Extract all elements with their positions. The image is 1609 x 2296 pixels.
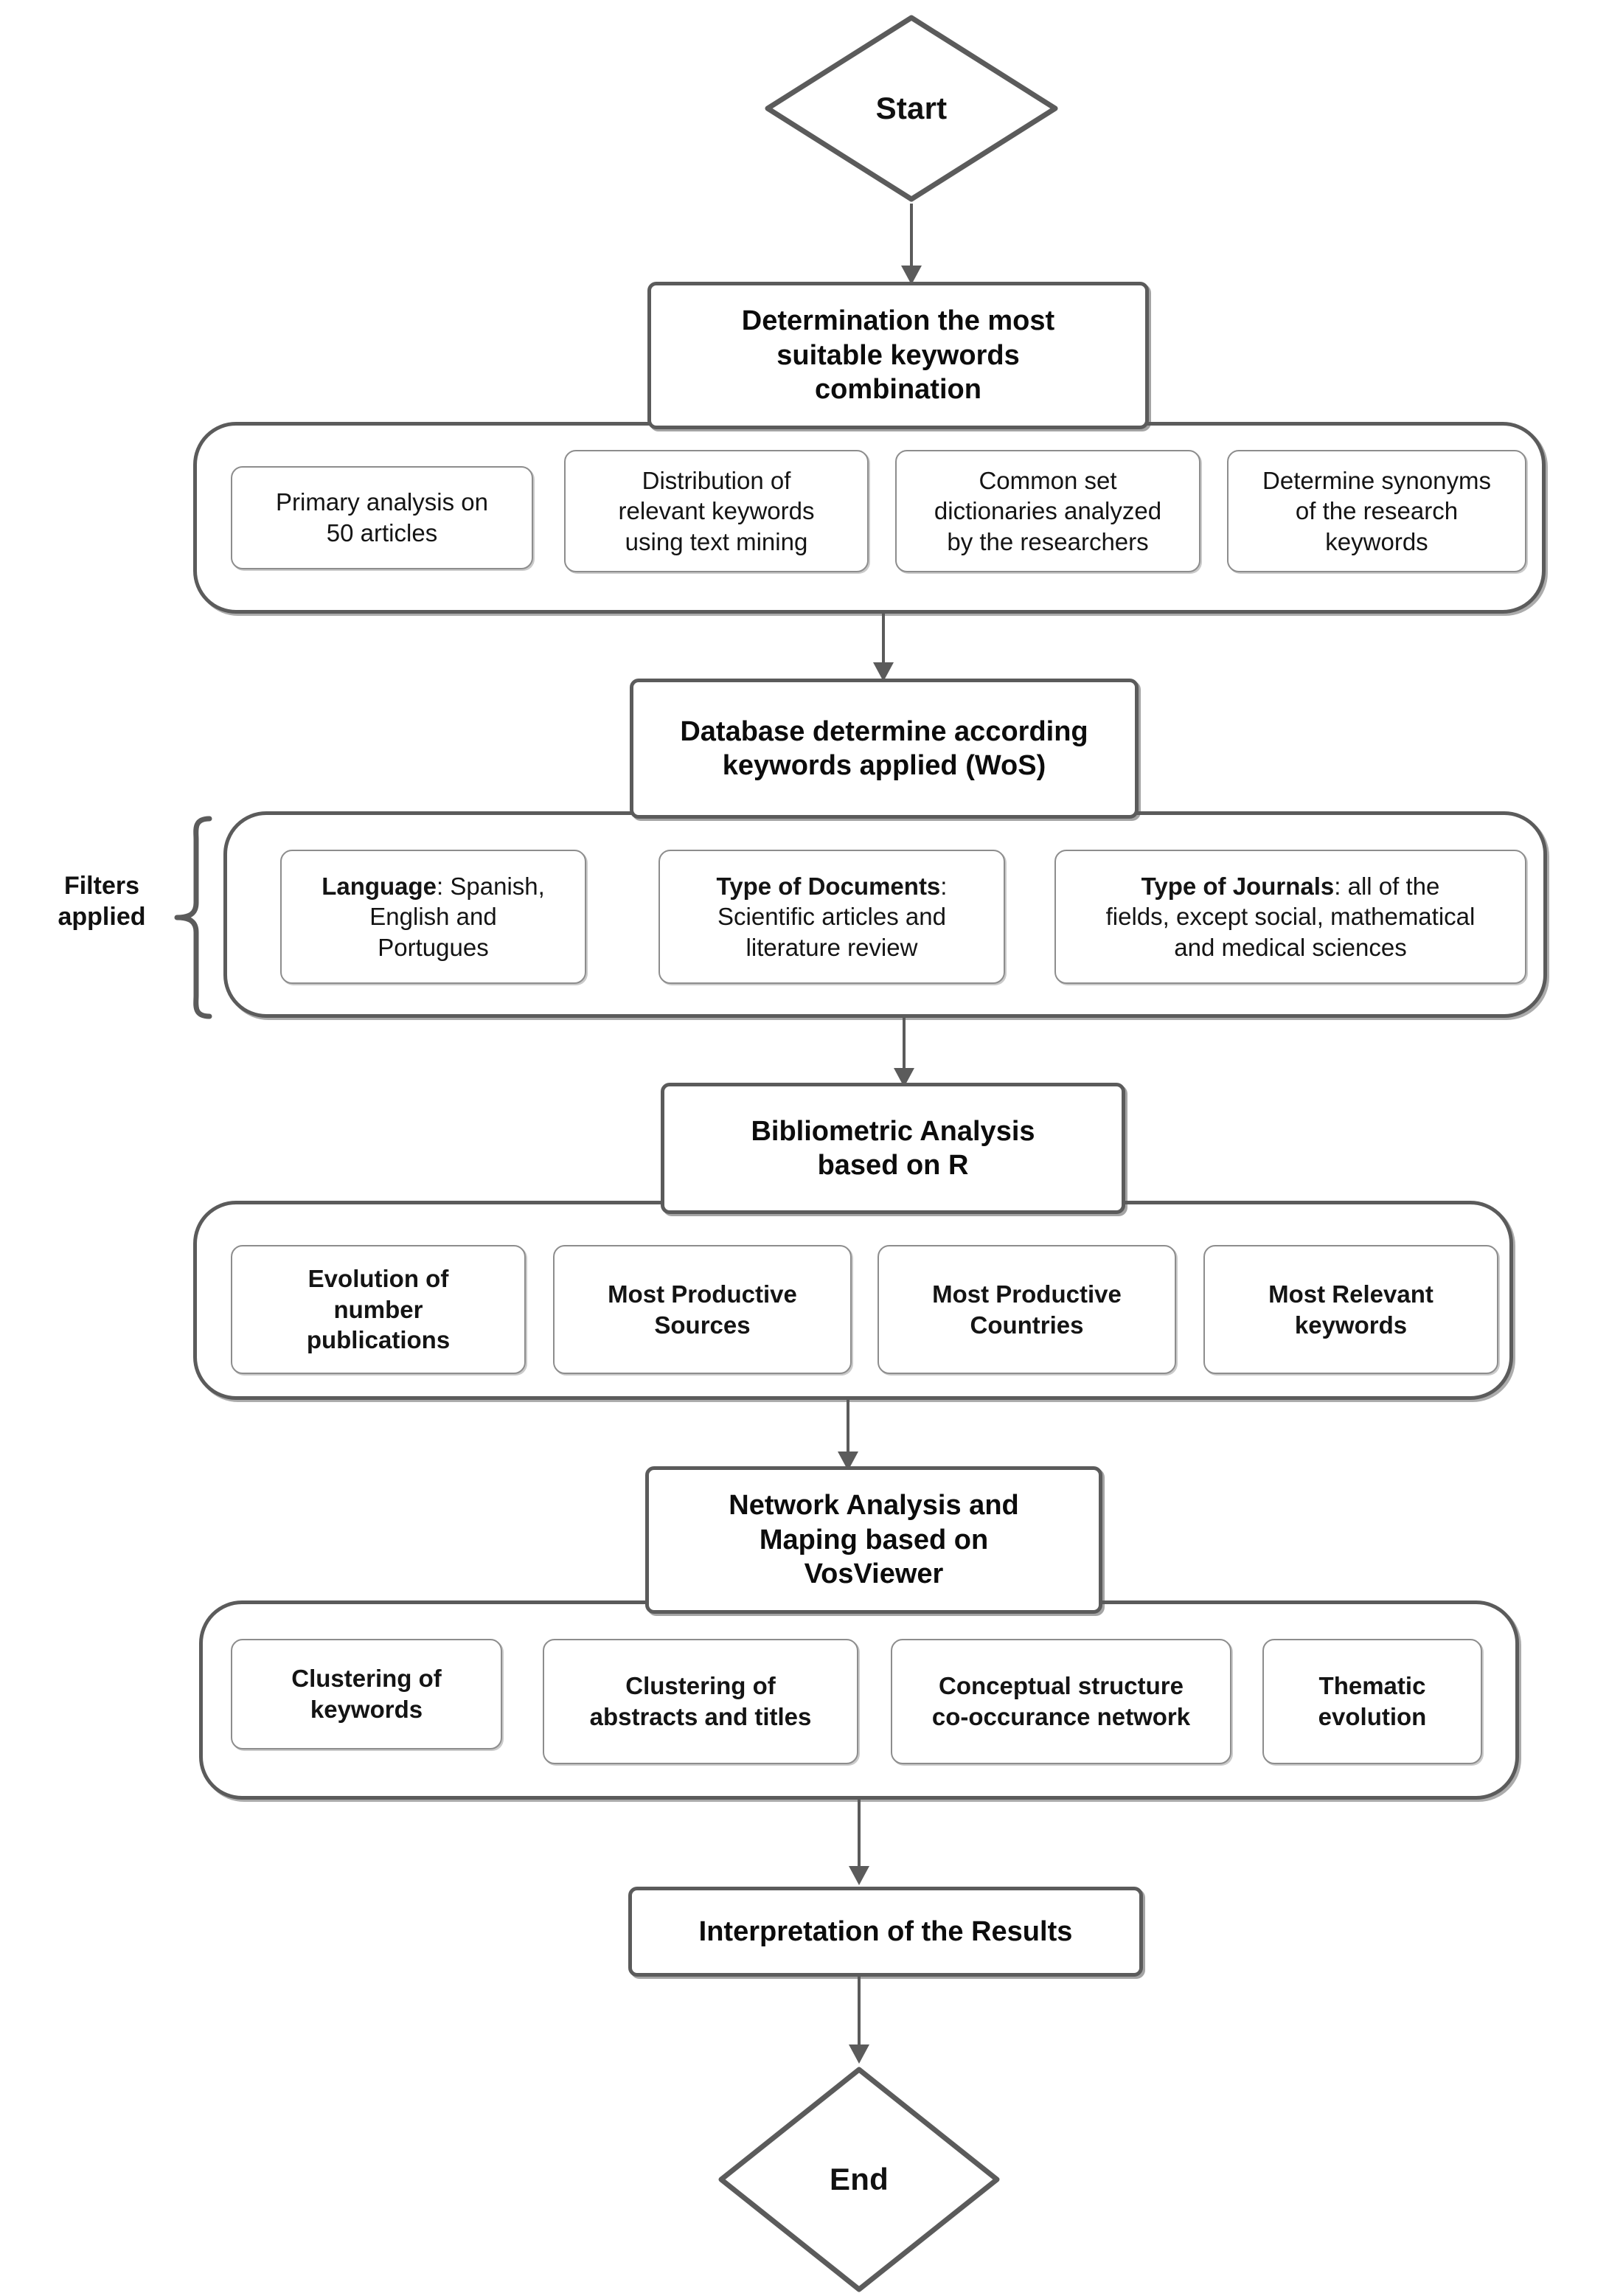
keywords-child-1[interactable]: Distribution of relevant keywords using …	[564, 450, 869, 572]
step-database-box[interactable]: Database determine according keywords ap…	[630, 679, 1139, 819]
bibliometric-child-2[interactable]: Most Productive Countries	[878, 1245, 1176, 1374]
database-child-0-lead: Language	[322, 872, 437, 900]
keywords-child-2[interactable]: Common set dictionaries analyzed by the …	[895, 450, 1200, 572]
step-network-label: Network Analysis and Maping based on Vos…	[729, 1490, 1019, 1590]
bibliometric-child-3-label: Most Relevant keywords	[1268, 1280, 1433, 1339]
step-database-label: Database determine according keywords ap…	[680, 715, 1088, 781]
database-child-2-label: Type of Journals: all of the fields, exc…	[1099, 871, 1483, 963]
start-label: Start	[875, 91, 948, 125]
end-label: End	[830, 2162, 889, 2196]
arrowhead-keywords-to-database	[873, 662, 894, 681]
network-child-2-label: Conceptual structure co-occurance networ…	[931, 1672, 1191, 1730]
network-child-0[interactable]: Clustering of keywords	[231, 1639, 502, 1749]
step-interpretation-label: Interpretation of the Results	[698, 1915, 1073, 1947]
database-child-1-lead: Type of Documents	[716, 872, 941, 900]
keywords-child-3[interactable]: Determine synonyms of the research keywo…	[1227, 450, 1526, 572]
network-child-1[interactable]: Clustering of abstracts and titles	[543, 1639, 858, 1764]
end-node[interactable]: End	[717, 2065, 1001, 2294]
connector-interpretation-to-end	[858, 1977, 861, 2053]
connector-start-to-keywords	[910, 204, 913, 271]
arrowhead-interpretation-to-end	[849, 2044, 869, 2064]
diamond-shape	[765, 15, 1058, 202]
step-bibliometric-label: Bibliometric Analysis based on R	[751, 1115, 1035, 1181]
database-child-2[interactable]: Type of Journals: all of the fields, exc…	[1054, 850, 1526, 984]
database-child-1-rest: : Scientific articles and literature rev…	[717, 872, 948, 961]
database-child-1[interactable]: Type of Documents: Scientific articles a…	[658, 850, 1005, 984]
arrowhead-network-to-interpretation	[849, 1866, 869, 1885]
filters-applied-label: Filters applied	[58, 872, 146, 932]
bibliometric-child-3[interactable]: Most Relevant keywords	[1203, 1245, 1498, 1374]
keywords-child-0-label: Primary analysis on 50 articles	[276, 488, 488, 547]
connector-keywords-to-database	[882, 614, 885, 668]
database-child-0[interactable]: Language: Spanish, English and Portugues	[280, 850, 586, 984]
network-child-2[interactable]: Conceptual structure co-occurance networ…	[891, 1639, 1231, 1764]
network-child-1-label: Clustering of abstracts and titles	[589, 1672, 812, 1730]
bibliometric-child-1-label: Most Productive Sources	[608, 1280, 797, 1339]
bibliometric-child-0-label: Evolution of number publications	[306, 1265, 451, 1354]
network-child-3-label: Thematic evolution	[1318, 1672, 1427, 1730]
connector-network-to-interpretation	[858, 1800, 861, 1873]
step-bibliometric-box[interactable]: Bibliometric Analysis based on R	[661, 1083, 1125, 1214]
arrowhead-start-to-keywords	[901, 266, 922, 285]
database-child-2-lead: Type of Journals	[1141, 872, 1335, 900]
network-child-0-label: Clustering of keywords	[291, 1665, 442, 1723]
bibliometric-child-0[interactable]: Evolution of number publications	[231, 1245, 526, 1374]
bibliometric-child-2-label: Most Productive Countries	[932, 1280, 1122, 1339]
connector-database-to-bibliometric	[903, 1018, 906, 1074]
step-network-box[interactable]: Network Analysis and Maping based on Vos…	[645, 1466, 1102, 1614]
filters-brace-icon	[171, 814, 215, 1021]
database-child-2-rest: : all of the fields, except social, math…	[1105, 872, 1476, 961]
database-child-0-rest: : Spanish, English and Portugues	[369, 872, 545, 961]
step-keywords-box[interactable]: Determination the most suitable keywords…	[647, 282, 1149, 429]
keywords-child-3-label: Determine synonyms of the research keywo…	[1262, 466, 1491, 555]
step-keywords-label: Determination the most suitable keywords…	[741, 305, 1055, 406]
keywords-child-1-label: Distribution of relevant keywords using …	[618, 466, 815, 555]
start-node[interactable]: Start	[763, 13, 1060, 204]
bibliometric-child-1[interactable]: Most Productive Sources	[553, 1245, 852, 1374]
keywords-child-2-label: Common set dictionaries analyzed by the …	[934, 466, 1162, 555]
keywords-child-0[interactable]: Primary analysis on 50 articles	[231, 466, 533, 569]
connector-bibliometric-to-network	[847, 1400, 849, 1457]
step-interpretation-box[interactable]: Interpretation of the Results	[628, 1887, 1143, 1977]
database-child-1-label: Type of Documents: Scientific articles a…	[709, 871, 955, 963]
database-child-0-label: Language: Spanish, English and Portugues	[314, 871, 552, 963]
diamond-shape-end	[718, 2067, 1000, 2292]
network-child-3[interactable]: Thematic evolution	[1262, 1639, 1482, 1764]
